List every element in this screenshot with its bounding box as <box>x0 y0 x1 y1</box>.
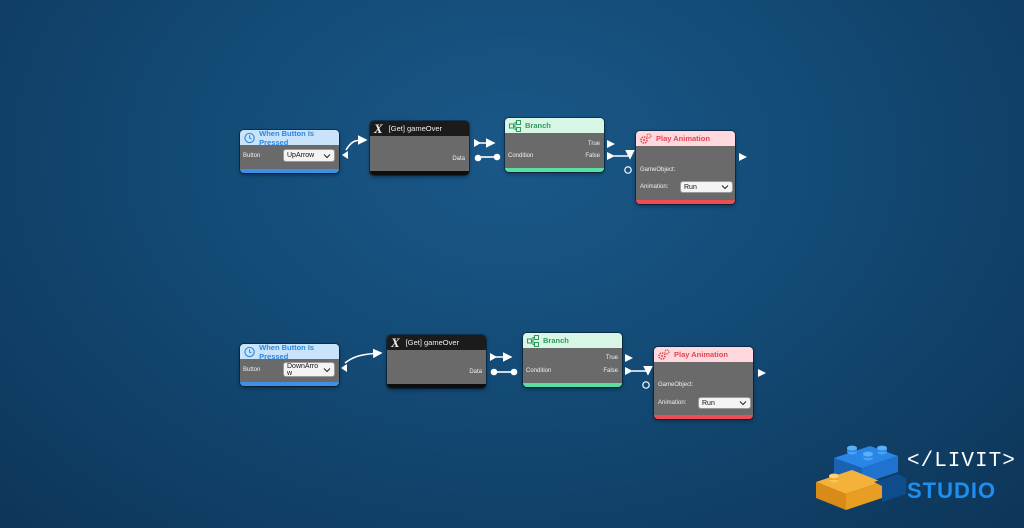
data-port-icon <box>474 154 482 162</box>
false-output-label: False <box>603 368 618 374</box>
event-node-when-button-pressed[interactable]: When Button Is Pressed Button UpArrow <box>240 130 339 173</box>
dropdown-value: Run <box>684 183 697 191</box>
dropdown-value: DownArrow <box>287 362 319 377</box>
gameobject-input-label: GameObject: <box>658 382 694 388</box>
node-footer <box>240 382 339 386</box>
node-title: [Get] gameOver <box>405 338 460 347</box>
node-footer <box>387 384 486 388</box>
node-footer <box>523 383 622 387</box>
node-footer <box>370 171 469 175</box>
data-port-icon <box>493 153 501 161</box>
gears-icon <box>640 132 652 144</box>
node-title: Branch <box>543 336 569 345</box>
event-node-header[interactable]: When Button Is Pressed <box>240 130 339 147</box>
branch-node-header[interactable]: Branch <box>523 333 622 348</box>
animation-label: Animation: <box>640 184 669 190</box>
node-title: Play Animation <box>674 350 728 359</box>
data-output-label: Data <box>469 369 482 375</box>
flow-arrow-in-icon <box>342 151 348 159</box>
false-output-label: False <box>585 153 600 159</box>
play-animation-node[interactable]: Play Animation GameObject: Animation: Ru… <box>654 347 753 419</box>
node-title: [Get] gameOver <box>388 124 443 133</box>
variable-node-get-gameover[interactable]: X [Get] gameOver Data <box>387 335 486 388</box>
branch-node-header[interactable]: Branch <box>505 118 604 133</box>
animation-dropdown[interactable]: Run <box>680 181 733 193</box>
flow-arrow-in-icon <box>341 364 347 372</box>
gameobject-port-icon <box>642 381 650 389</box>
variable-x-icon: X <box>391 335 400 350</box>
branch-icon <box>509 119 521 132</box>
play-output-arrow-icon <box>739 153 747 161</box>
chevron-down-icon <box>323 367 331 372</box>
dropdown-value: Run <box>702 399 715 407</box>
animation-label: Animation: <box>658 400 687 406</box>
wire-event-to-variable <box>344 348 383 364</box>
variable-node-header[interactable]: X [Get] gameOver <box>387 335 486 350</box>
logo-text-livit: </LIVIT> <box>907 450 1016 473</box>
node-footer <box>636 200 735 204</box>
wire-event-to-variable <box>345 135 368 151</box>
data-port-icon <box>510 368 518 376</box>
livit-studio-logo-icon <box>816 445 906 510</box>
node-footer <box>505 168 604 172</box>
logo-text-studio: STUDIO <box>907 478 997 503</box>
true-output-label: True <box>605 355 618 361</box>
condition-input-label: Condition <box>526 368 552 374</box>
branch-node[interactable]: Branch True False Condition <box>523 333 622 387</box>
play-animation-node-header[interactable]: Play Animation <box>636 131 735 146</box>
true-output-label: True <box>587 141 600 147</box>
clock-icon <box>244 132 255 143</box>
branch-node[interactable]: Branch True False Condition <box>505 118 604 172</box>
chevron-down-icon <box>739 401 747 406</box>
gears-icon <box>658 348 670 360</box>
button-dropdown[interactable]: UpArrow <box>283 149 335 162</box>
play-output-arrow-icon <box>758 369 766 377</box>
node-title: When Button Is Pressed <box>259 344 315 361</box>
data-port-icon <box>490 368 498 376</box>
gameobject-port-icon <box>624 166 632 174</box>
node-footer <box>654 415 753 419</box>
event-node-header[interactable]: When Button Is Pressed <box>240 344 339 361</box>
variable-x-icon: X <box>374 121 383 136</box>
button-dropdown[interactable]: DownArrow <box>283 362 335 377</box>
play-animation-node-header[interactable]: Play Animation <box>654 347 753 362</box>
chevron-down-icon <box>721 185 729 190</box>
true-output-arrow-icon <box>625 354 633 362</box>
branch-icon <box>527 334 539 347</box>
node-title: Play Animation <box>656 134 710 143</box>
gameobject-input-label: GameObject: <box>640 167 676 173</box>
event-node-when-button-pressed[interactable]: When Button Is Pressed Button DownArrow <box>240 344 339 386</box>
true-output-arrow-icon <box>607 140 615 148</box>
false-output-arrow-icon <box>607 152 615 160</box>
chevron-down-icon <box>323 153 331 158</box>
play-animation-node[interactable]: Play Animation GameObject: Animation: Ru… <box>636 131 735 204</box>
variable-node-get-gameover[interactable]: X [Get] gameOver Data <box>370 121 469 175</box>
button-label: Button <box>243 153 261 159</box>
button-label: Button <box>243 367 261 373</box>
node-title: When Button Is Pressed <box>259 130 315 147</box>
false-output-arrow-icon <box>625 367 633 375</box>
node-title: Branch <box>525 121 551 130</box>
dropdown-value: UpArrow <box>287 152 315 159</box>
animation-dropdown[interactable]: Run <box>698 397 751 409</box>
flow-arrow-icon <box>474 139 481 147</box>
condition-input-label: Condition <box>508 153 534 159</box>
variable-node-header[interactable]: X [Get] gameOver <box>370 121 469 136</box>
clock-icon <box>244 346 255 357</box>
data-output-label: Data <box>452 156 465 162</box>
flow-arrow-icon <box>490 353 497 361</box>
node-footer <box>240 169 339 173</box>
